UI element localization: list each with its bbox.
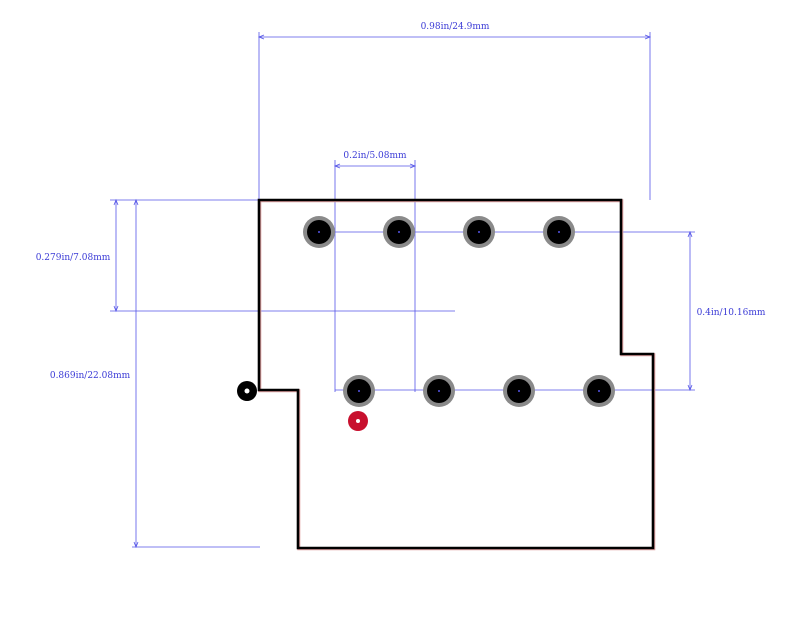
dimension-lines [110, 32, 695, 548]
arrow [409, 163, 417, 169]
arrow [333, 163, 341, 169]
arrow [687, 384, 693, 392]
pad-center [598, 390, 600, 392]
top-offset-dim-label: 0.279in/7.08mm [36, 253, 111, 263]
width-dim-label: 0.98in/24.9mm [421, 22, 490, 32]
pad-center [478, 231, 480, 233]
pad-center [558, 231, 560, 233]
dimension-arrows [113, 34, 693, 549]
arrow [644, 34, 652, 40]
pads [303, 216, 615, 407]
pad-center [398, 231, 400, 233]
origin-marker-dot [244, 388, 250, 394]
pad-center [318, 231, 320, 233]
row-spacing-dim-label: 0.4in/10.16mm [697, 308, 766, 318]
arrow [113, 305, 119, 313]
outline-shadow [258, 199, 656, 551]
arrow [133, 198, 139, 206]
board-outline [257, 198, 655, 550]
arrow [113, 198, 119, 206]
arrow [687, 230, 693, 238]
pitch-dim-label: 0.2in/5.08mm [343, 151, 407, 161]
pad-center [358, 390, 360, 392]
arrow [133, 541, 139, 549]
pin1-marker-dot [356, 419, 360, 423]
height-dim-label: 0.869in/22.08mm [50, 371, 131, 381]
pad-center [518, 390, 520, 392]
arrow [257, 34, 265, 40]
pad-center [438, 390, 440, 392]
